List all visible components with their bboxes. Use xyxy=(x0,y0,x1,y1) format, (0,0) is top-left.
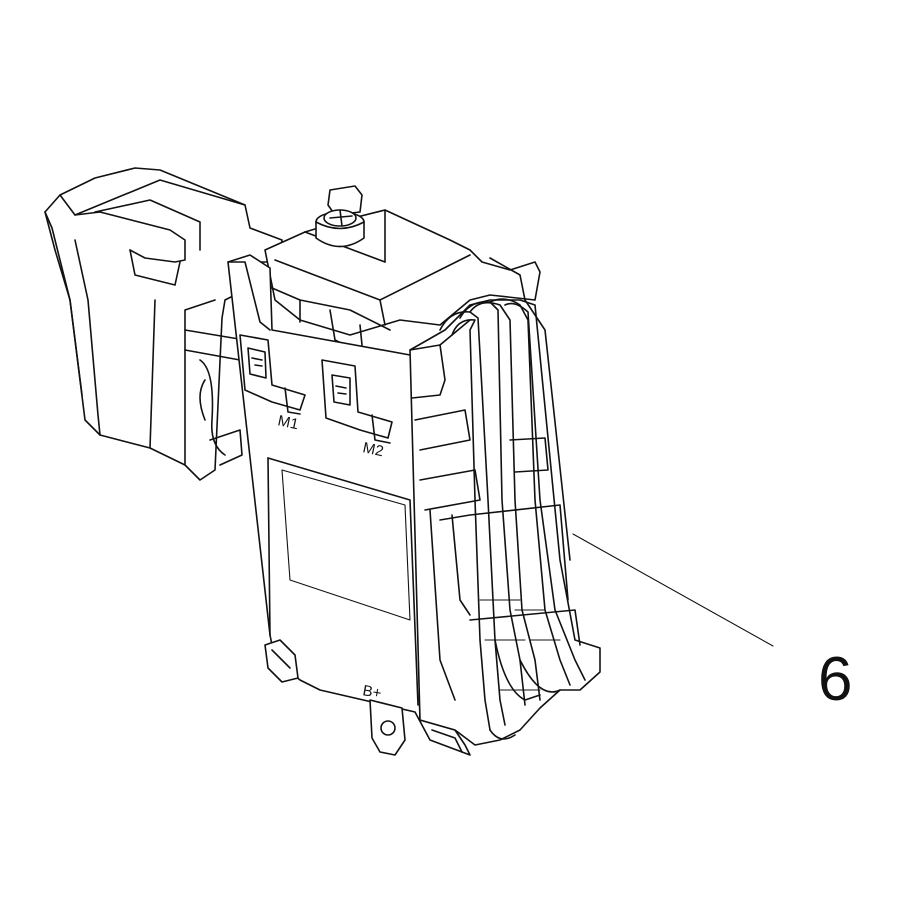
side-body xyxy=(409,299,601,746)
callout-number: 6 xyxy=(818,645,852,714)
terminal-m2-label: M2 xyxy=(361,439,385,460)
trigger xyxy=(44,167,283,481)
callout-leader-line xyxy=(572,533,774,647)
wiring-harness xyxy=(439,298,586,740)
terminal-m2: M2 xyxy=(321,359,393,460)
screw xyxy=(315,185,365,248)
terminal-m1: M1 xyxy=(239,334,306,433)
terminal-bplus-label: B+ xyxy=(361,682,383,702)
terminal-m1-label: M1 xyxy=(276,412,300,433)
front-panel xyxy=(227,254,471,756)
